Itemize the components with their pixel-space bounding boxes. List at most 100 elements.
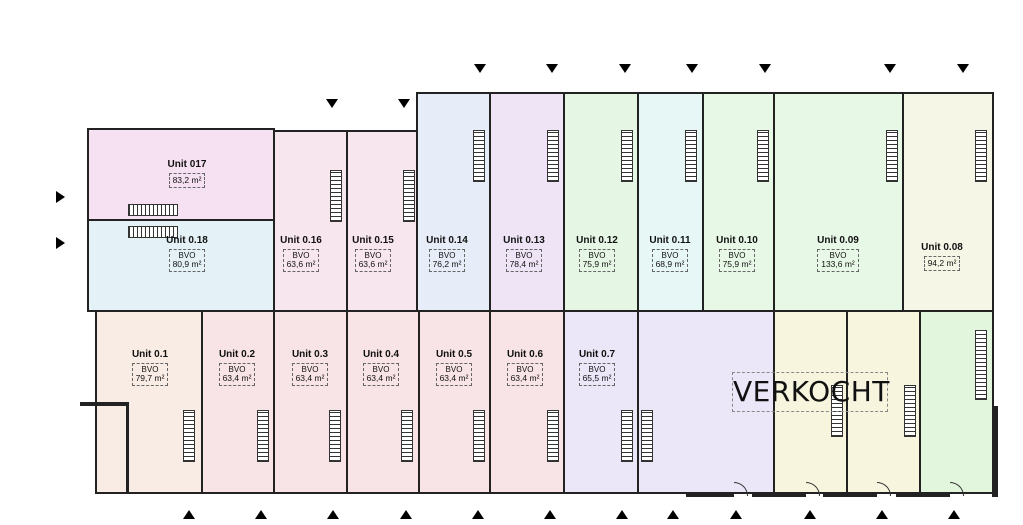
unit-name: Unit 0.7 <box>578 349 616 360</box>
unit-013-room[interactable] <box>489 92 565 312</box>
stair-icon <box>473 130 485 182</box>
entrance-arrow-icon <box>327 510 339 519</box>
entrance-arrow-icon <box>326 99 338 108</box>
unit-bvo: BVO <box>515 251 533 260</box>
entrance-arrow-icon <box>472 510 484 519</box>
facade-wall <box>823 492 877 497</box>
stair-icon <box>621 410 633 462</box>
stair-icon <box>621 130 633 182</box>
entrance-wall-2 <box>126 402 129 494</box>
unit-area: 78,4 m² <box>509 259 539 269</box>
unit-02-room[interactable] <box>201 310 275 494</box>
unit-name: Unit 0.2 <box>218 349 256 360</box>
unit-area: 63,4 m² <box>510 373 540 383</box>
entrance-arrow-icon <box>957 64 969 73</box>
unit-018-room[interactable] <box>87 219 275 312</box>
unit-name: Unit 0.11 <box>649 235 691 246</box>
unit-name: Unit 0.12 <box>576 235 618 246</box>
unit-area: 80,9 m² <box>172 259 202 269</box>
stair-icon <box>473 410 485 462</box>
unit-010-room[interactable] <box>702 92 775 312</box>
unit-05-room[interactable] <box>418 310 491 494</box>
entrance-arrow-icon <box>400 510 412 519</box>
entrance-arrow-icon <box>474 64 486 73</box>
unit-bvo: BVO <box>445 365 463 374</box>
unit-name: Unit 0.16 <box>280 235 322 246</box>
unit-area: 65,5 m² <box>582 373 612 383</box>
unit-bvo: BVO <box>588 251 606 260</box>
unit-03-room[interactable] <box>273 310 348 494</box>
area-box: 83,2 m² <box>168 173 206 188</box>
unit-name: Unit 0.4 <box>362 349 400 360</box>
unit-bvo: BVO <box>588 365 606 374</box>
unit-008-room[interactable] <box>902 92 994 312</box>
unit-area: 68,9 m² <box>655 259 685 269</box>
stair-icon <box>975 130 987 182</box>
entrance-arrow-icon <box>398 99 410 108</box>
unit-04-room[interactable] <box>346 310 420 494</box>
unit-06-room[interactable] <box>489 310 565 494</box>
unit-area: 94,2 m² <box>927 258 957 268</box>
entrance-arrow-icon <box>56 191 65 203</box>
unit-bvo: BVO <box>364 251 382 260</box>
entrance-arrow-icon <box>255 510 267 519</box>
unit-bvo: BVO <box>228 365 246 374</box>
unit-name: Unit 0.15 <box>352 235 394 246</box>
stair-icon <box>330 170 342 222</box>
unit-012-room[interactable] <box>563 92 639 312</box>
unit-area: 75,9 m² <box>722 259 752 269</box>
unit-bvo: BVO <box>372 365 390 374</box>
stair-icon <box>547 410 559 462</box>
entrance-arrow-icon <box>619 64 631 73</box>
unit-area: 63,6 m² <box>286 259 316 269</box>
unit-07-room[interactable] <box>563 310 639 494</box>
stair-icon <box>401 410 413 462</box>
unit-area: 63,4 m² <box>366 373 396 383</box>
stair-icon <box>641 410 653 462</box>
stair-icon <box>685 130 697 182</box>
sold-unit-room[interactable] <box>637 310 775 494</box>
unit-name: Unit 0.3 <box>291 349 329 360</box>
unit-017-room[interactable] <box>87 128 275 221</box>
entrance-arrow-icon <box>759 64 771 73</box>
unit-name: Unit 0.13 <box>503 235 545 246</box>
unit-name: Unit 0.5 <box>435 349 473 360</box>
entrance-arrow-icon <box>884 64 896 73</box>
entrance-arrow-icon <box>730 510 742 519</box>
unit-area: 63,4 m² <box>295 373 325 383</box>
entrance-wall <box>80 402 128 406</box>
stair-icon <box>547 130 559 182</box>
unit-bvo: BVO <box>728 251 746 260</box>
entrance-arrow-icon <box>544 510 556 519</box>
unit-name: Unit 017 <box>167 159 207 170</box>
stair-icon <box>757 130 769 182</box>
unit-014-room[interactable] <box>416 92 491 312</box>
stair-icon <box>183 410 195 462</box>
entrance-arrow-icon <box>948 510 960 519</box>
entrance-arrow-icon <box>546 64 558 73</box>
unit-area: 75,9 m² <box>582 259 612 269</box>
unit-011-room[interactable] <box>637 92 704 312</box>
unit-009-room[interactable] <box>773 92 904 312</box>
entrance-arrow-icon <box>616 510 628 519</box>
unit-area: 63,4 m² <box>439 373 469 383</box>
